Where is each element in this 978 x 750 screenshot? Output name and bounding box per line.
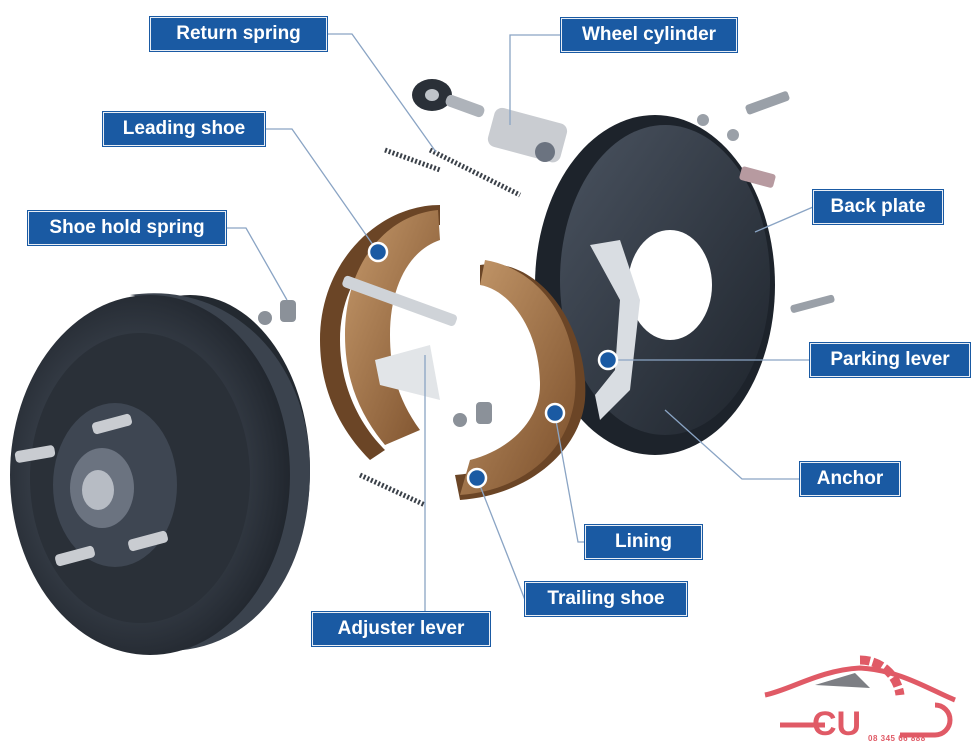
wheel-cylinder-part bbox=[412, 79, 568, 163]
bolts bbox=[697, 91, 835, 313]
callout-dots bbox=[367, 241, 619, 489]
label-return-spring: Return spring bbox=[150, 17, 327, 51]
logo-phone: 08 345 66 888 bbox=[868, 734, 926, 743]
label-lining: Lining bbox=[585, 525, 702, 559]
wheel-studs bbox=[14, 413, 168, 567]
label-parking-lever: Parking lever bbox=[810, 343, 970, 377]
label-back-plate: Back plate bbox=[813, 190, 943, 224]
label-shoe-hold-spring: Shoe hold spring bbox=[28, 211, 226, 245]
springs bbox=[358, 147, 522, 508]
adjuster-lever-part bbox=[375, 345, 440, 400]
leading-shoe-part bbox=[320, 205, 457, 460]
trailing-shoe-part bbox=[455, 260, 586, 500]
brake-drum bbox=[10, 293, 310, 655]
logo-text: CU bbox=[812, 705, 861, 743]
label-anchor: Anchor bbox=[800, 462, 900, 496]
hold-spring-parts bbox=[258, 300, 492, 427]
leader-lines bbox=[226, 33, 814, 612]
parking-lever-part bbox=[590, 240, 640, 420]
label-trailing-shoe: Trailing shoe bbox=[525, 582, 687, 616]
label-leading-shoe: Leading shoe bbox=[103, 112, 265, 146]
label-adjuster-lever: Adjuster lever bbox=[312, 612, 490, 646]
label-wheel-cylinder: Wheel cylinder bbox=[561, 18, 737, 52]
logo: CU bbox=[764, 655, 956, 743]
